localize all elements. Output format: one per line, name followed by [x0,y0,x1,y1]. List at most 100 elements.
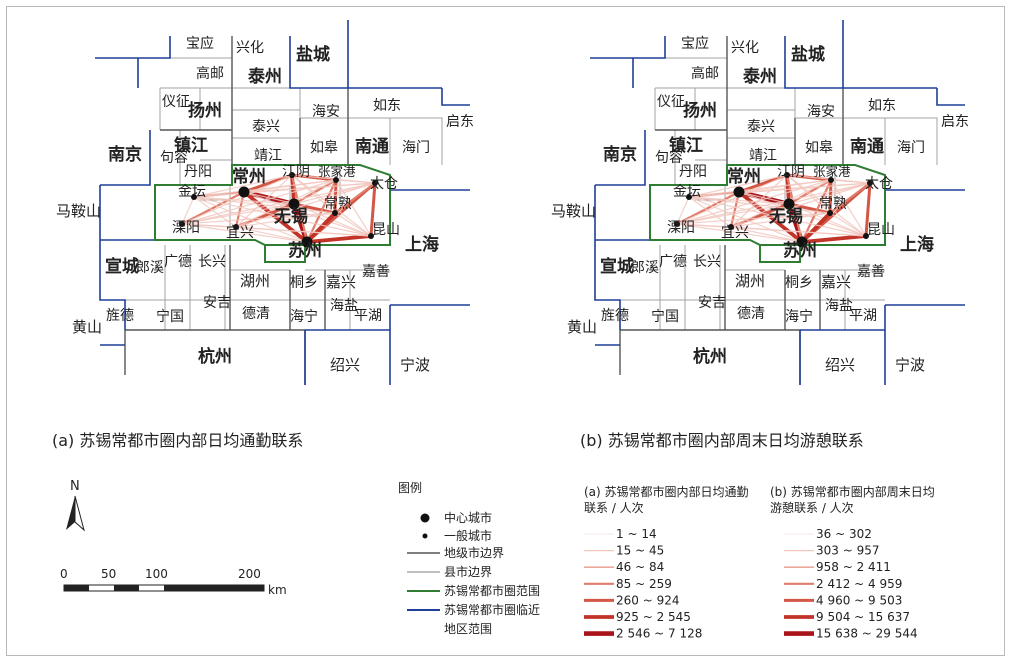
label-yangzhou: 扬州 [683,100,717,121]
flow-legend-b-class-1: 303 ~ 957 [816,544,880,558]
label-guangde: 广德 [659,254,687,270]
map-b-city-jiangyin [784,172,790,178]
label-tongxiang: 桐乡 [290,275,318,291]
map-a-flow-zhangjiagang-jintan [193,179,337,198]
map-labels-b: 宝应 兴化 盐城 高邮 泰州 仪征 扬州 海安 如东 启东 泰兴 如皋 南通 海… [551,35,969,374]
flow-legend-a-class-6: 2 546 ~ 7 128 [616,627,702,641]
label-suzhou: 苏州 [288,240,322,261]
legend-item-general-city: 一般城市 [444,528,492,543]
label-gaoyou: 高邮 [196,65,224,82]
map-b-flow-jintan-liyang [676,196,690,225]
flow-legend-b-title: (b) 苏锡常都市圈内部周末日均 游憩联系 / 人次 [770,484,939,515]
map-a-city-jiangyin [289,172,295,178]
map-b-flow-wuxi-zhangjiagang [787,178,833,206]
map-b-city-zhangjiagang [828,177,834,183]
map-a-flow-jiangyin-jintan [193,174,293,198]
map-a-flow-changshu-liyang [181,212,336,225]
map-a-flow-wuxi-zhangjiagang [292,178,338,206]
map-a-flow-liyang-yixing [181,223,237,228]
map-b-flow-changshu-liyang [676,212,831,225]
label-jiaxing: 嘉兴 [326,273,356,291]
label-haian: 海安 [807,104,835,120]
label-suzhou: 苏州 [783,240,817,261]
legend-neighbor-line1: 苏锡常都市圈临近 [444,602,540,617]
flow-legend-a-title-line2: 联系 / 人次 [584,501,644,515]
label-pinghu: 平湖 [354,308,382,324]
map-b-flow-changshu-jintan [688,196,831,214]
scale-bar: 0 50 100 200 km [60,567,287,597]
map-a-city-wuxi [288,198,300,210]
label-shaoxing: 绍兴 [825,356,855,374]
map-a-flow-suzhou-changshu [305,211,337,244]
label-jingde: 旌德 [601,308,629,324]
map-b-flow-taicang-changshu [828,181,872,215]
map-a-city-kunshan [368,233,374,239]
map-b-city-taicang [867,180,873,186]
map-a-city-zhangjiagang [333,177,339,183]
label-jintan: 金坛 [178,184,206,200]
label-yancheng: 盐城 [296,44,330,65]
label-danyang: 丹阳 [184,164,212,180]
label-yizheng: 仪征 [657,94,685,110]
map-b-flow-liyang-yixing [676,223,732,228]
label-taizhou: 泰州 [743,66,777,87]
city-dots-a [179,172,378,248]
label-gaoyou: 高邮 [691,65,719,82]
label-langxi: 郎溪 [631,260,659,276]
label-nantong: 南通 [355,136,389,157]
legend-neighbor-line2: 地区范围 [444,622,492,636]
label-liyang: 溧阳 [172,220,200,236]
label-baoying: 宝应 [186,35,214,52]
label-haimen: 海门 [402,140,430,156]
figure-frame [6,6,1005,656]
map-b-city-kunshan [863,233,869,239]
legend-item-neighbor-area: 苏锡常都市圈临近 地区范围 [444,602,544,636]
legend: 图例 中心城市 一般城市 地级市边界 县市边界 苏锡常都市圈范围 苏锡常都市圈临… [398,481,544,636]
label-jiangyin: 江阴 [282,164,310,180]
legend-item-county-boundary: 县市边界 [444,564,492,579]
legend-item-prefecture-boundary: 地级市边界 [444,545,504,560]
label-maanshan: 马鞍山 [551,202,596,220]
map-a-flow-zhangjiagang-kunshan [335,179,372,237]
map-b-city-yixing [728,224,734,230]
label-shanghai: 上海 [900,234,934,255]
legend-title: 图例 [398,481,422,495]
map-b-flow-suzhou-changshu [800,211,832,244]
map-b-flow-zhangjiagang-taicang [830,179,871,184]
caption-a: (a) 苏锡常都市圈内部日均通勤联系 [52,431,303,450]
map-a-city-liyang [179,221,185,227]
label-changzhou: 常州 [727,166,761,187]
flow-legend-a-class-5: 925 ~ 2 545 [616,610,691,624]
map-a-flow-kunshan-yixing [235,226,372,237]
map-a-flow-zhangjiagang-taicang [335,179,376,184]
map-b-flow-wuxi-jintan [688,196,790,205]
label-jiashan: 嘉善 [857,264,885,280]
map-a-flow-taicang-jintan [193,182,376,198]
label-ningguo: 宁国 [156,308,184,325]
label-yangzhou: 扬州 [188,100,222,121]
label-hangzhou: 杭州 [198,346,232,367]
label-baoying: 宝应 [681,35,709,52]
label-jurong: 句容 [160,149,188,166]
map-a-flow-suzhou-yixing [235,226,308,243]
label-huangshan: 黄山 [72,318,102,336]
label-jiangyin: 江阴 [777,164,805,180]
label-changzhou: 常州 [232,166,266,187]
map-b-flow-kunshan-yixing [730,226,867,237]
label-zhangjiagang: 张家港 [813,164,851,179]
label-pinghu: 平湖 [849,308,877,324]
map-a-flow-kunshan-jintan [193,196,372,237]
label-nanjing: 南京 [108,144,142,165]
map-b-flow-suzhou-yixing [730,226,803,243]
flow-legend-a-title-line1: (a) 苏锡常都市圈内部日均通勤 [584,484,749,499]
map-a-flow-taicang-kunshan [369,181,377,238]
flow-legend-a-class-1: 15 ~ 45 [616,544,664,558]
label-kunshan: 昆山 [372,222,400,238]
label-deqing: 德清 [737,306,765,322]
label-wuxi: 无锡 [273,206,308,227]
